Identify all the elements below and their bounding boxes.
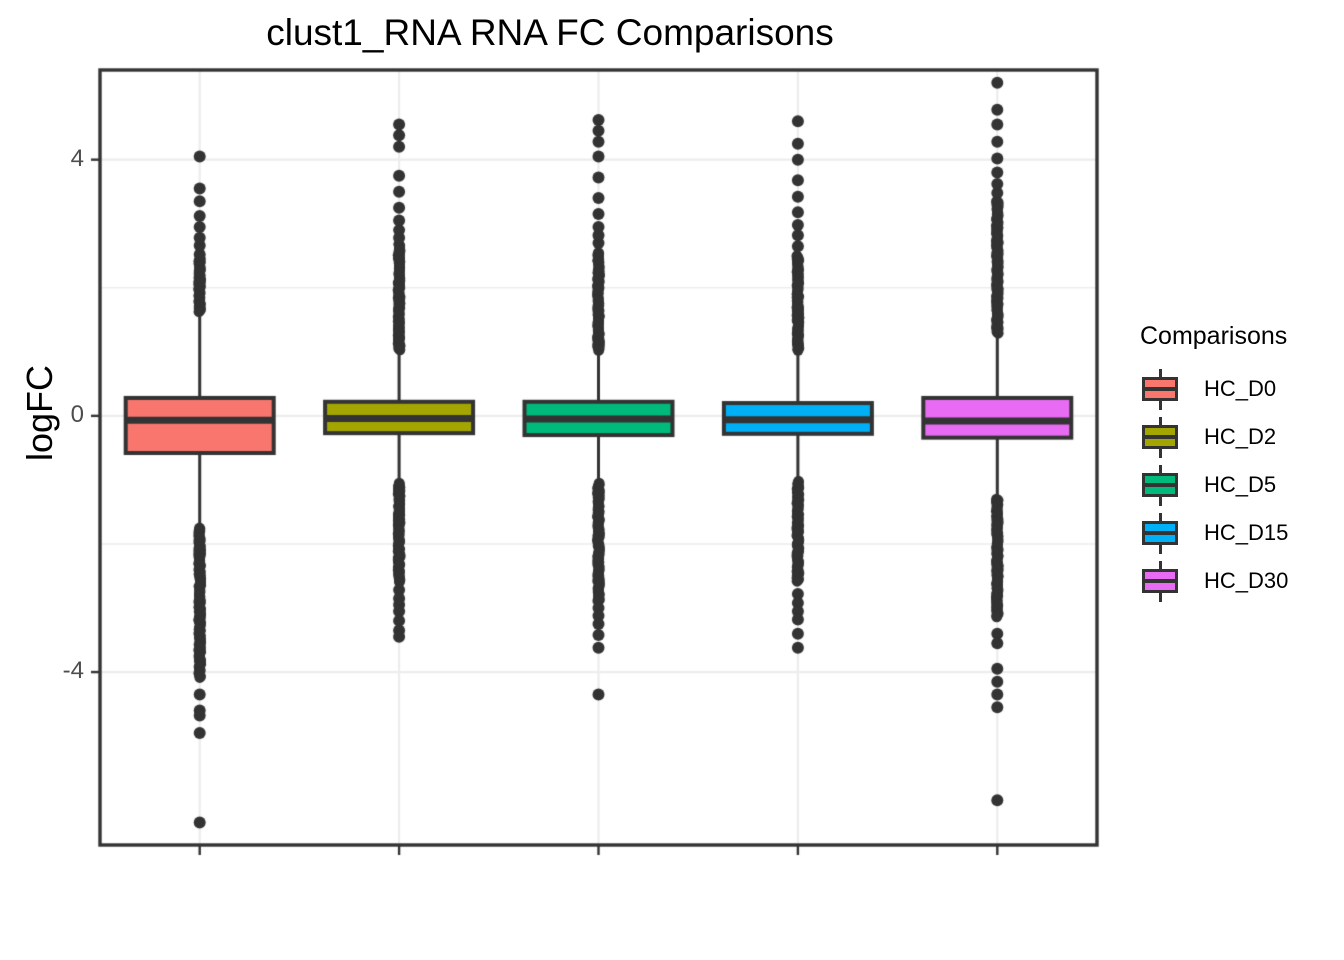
y-axis-tick-label: 4 [70, 144, 84, 172]
legend-title: Comparisons [1140, 322, 1288, 350]
legend-item-hc_d15[interactable]: HC_D15 [1138, 509, 1338, 557]
legend-key-icon [1138, 463, 1182, 507]
legend-key-icon [1138, 367, 1182, 411]
legend-key-icon [1138, 511, 1182, 555]
y-axis-tick-label: -4 [62, 657, 84, 685]
legend-item-label: HC_D5 [1204, 472, 1277, 497]
legend-item-hc_d30[interactable]: HC_D30 [1138, 557, 1338, 605]
legend-item-label: HC_D30 [1204, 568, 1289, 593]
legend-item-hc_d5[interactable]: HC_D5 [1138, 461, 1338, 509]
legend-item-label: HC_D2 [1204, 424, 1277, 449]
legend-key-icon [1138, 559, 1182, 603]
legend-item-hc_d0[interactable]: HC_D0 [1138, 365, 1338, 413]
y-axis-tick-label: 0 [70, 400, 84, 428]
legend-key-icon [1138, 415, 1182, 459]
legend-item-label: HC_D15 [1204, 520, 1289, 545]
legend-item-label: HC_D0 [1204, 376, 1277, 401]
legend-item-hc_d2[interactable]: HC_D2 [1138, 413, 1338, 461]
